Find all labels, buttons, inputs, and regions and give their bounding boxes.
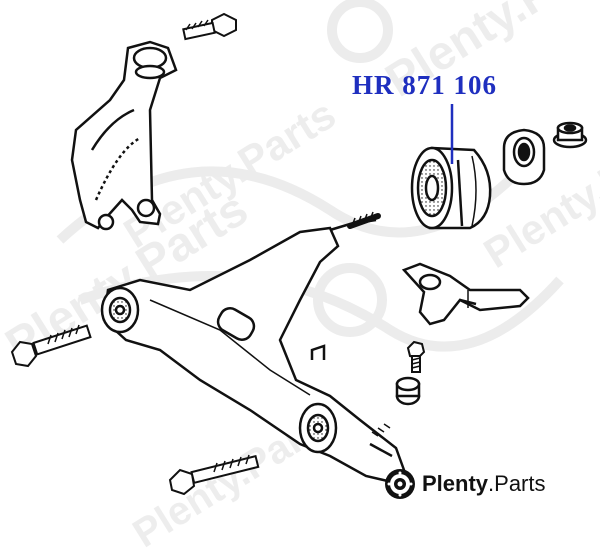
bracket-bolt <box>406 340 426 373</box>
arm-bolt-front <box>10 324 92 368</box>
steering-knuckle <box>70 40 178 231</box>
lower-control-arm <box>100 211 406 484</box>
suspension-diagram <box>10 0 588 496</box>
bushing-bracket <box>401 262 530 326</box>
part-number-label: HR 871 106 <box>352 70 497 100</box>
brand-name-rest: .Parts <box>488 471 546 496</box>
plenty-parts-disc-icon <box>385 469 415 499</box>
flange-nut <box>552 121 588 149</box>
brand-name-bold: Plenty <box>422 471 489 496</box>
small-nut <box>395 376 421 406</box>
arm-bolt-rear <box>168 454 260 496</box>
bushing-cap <box>502 128 546 186</box>
brand-name: Plenty.Parts <box>422 471 546 497</box>
rubber-bushing <box>410 146 492 230</box>
upper-bolt <box>182 12 237 41</box>
brand-logo: Plenty.Parts <box>384 466 546 502</box>
